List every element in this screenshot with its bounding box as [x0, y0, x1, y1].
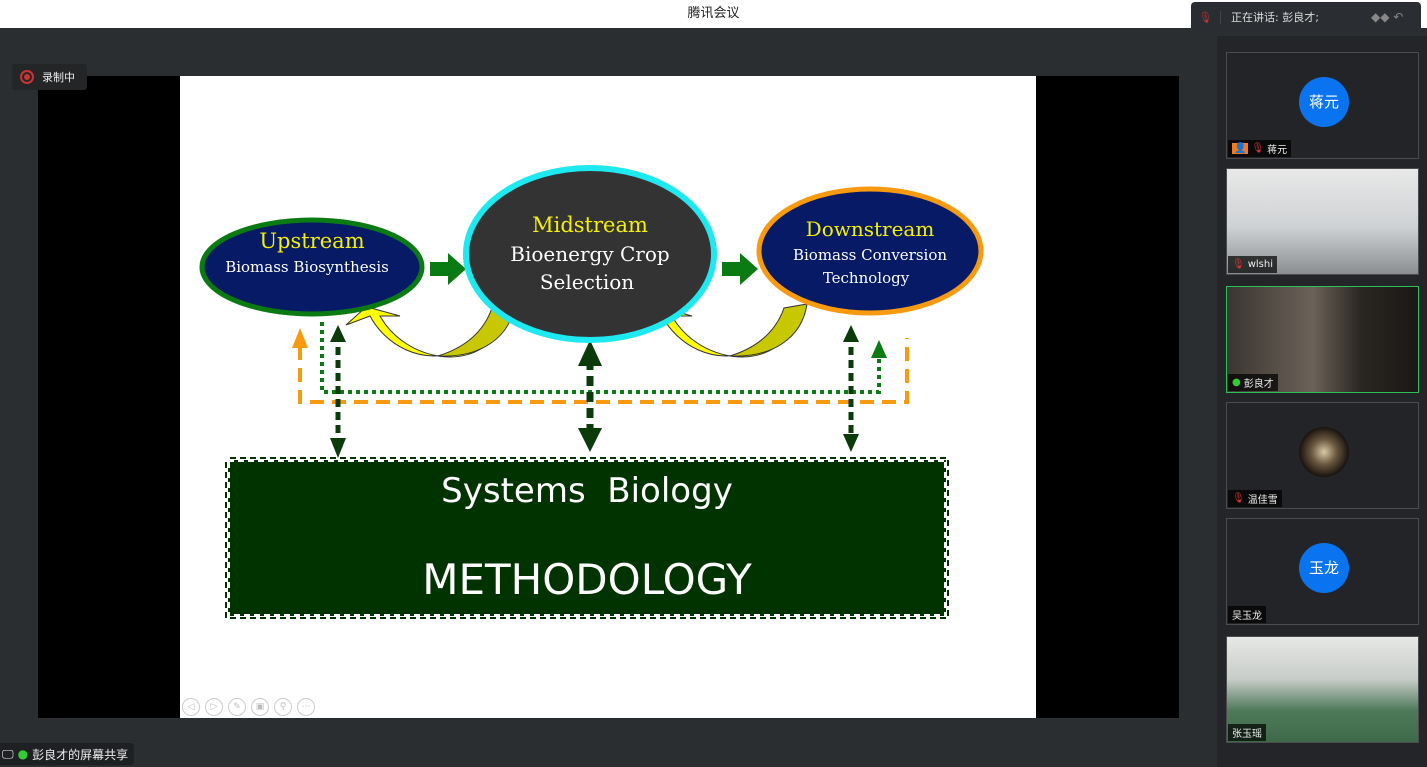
slides-icon[interactable]: ▣	[251, 698, 269, 716]
next-slide-icon[interactable]: ▷	[205, 698, 223, 716]
mic-muted-icon: 🎙	[1251, 143, 1265, 154]
green-arrow-1	[430, 253, 466, 285]
upstream-subtitle: Biomass Biosynthesis	[225, 258, 389, 276]
presentation-slide: Upstream Biomass Biosynthesis Midstream …	[180, 76, 1036, 718]
speaking-indicator: 🎙 正在讲话: 彭良才; ◆◆ ↶	[1191, 2, 1421, 32]
screen-share-label: 🖵 ● 彭良才的屏幕共享	[0, 743, 135, 765]
participant-name: 吴玉龙	[1232, 611, 1262, 622]
title-bar: 腾讯会议	[0, 0, 1427, 28]
participant-tile[interactable]: 蒋元 👤🎙蒋元	[1226, 52, 1419, 159]
green-arrow-head	[871, 340, 887, 358]
window-title: 腾讯会议	[687, 6, 740, 21]
midstream-ellipse	[463, 165, 717, 343]
midstream-line2: Selection	[540, 270, 634, 294]
participant-name: 蒋元	[1267, 145, 1288, 156]
more-icon[interactable]: ⋯	[297, 698, 315, 716]
mic-muted-icon[interactable]: 🎙	[1191, 10, 1221, 24]
yellow-curved-arrow-2-shadow	[729, 303, 808, 357]
recording-label: 录制中	[42, 71, 75, 84]
midstream-line1: Bioenergy Crop	[510, 242, 669, 266]
methodology-label: METHODOLOGY	[422, 555, 752, 604]
downstream-line2: Technology	[823, 269, 910, 287]
green-dotted-line	[320, 322, 881, 394]
recording-indicator[interactable]: 录制中	[12, 64, 87, 90]
yellow-curved-arrow-1-shadow	[437, 303, 516, 357]
avatar-image	[1299, 427, 1349, 477]
participant-name: wlshi	[1247, 259, 1273, 270]
speaking-label: 正在讲话: 彭良才;	[1231, 11, 1319, 24]
avatar: 蒋元	[1299, 77, 1349, 127]
participant-panel: 蒋元 👤🎙蒋元 🎙wlshi ●彭良才 🎙温佳雪 玉龙 吴玉龙 张玉瑶	[1217, 36, 1427, 767]
mic-active-icon: ●	[17, 747, 29, 761]
participant-tile[interactable]: 🎙wlshi	[1226, 168, 1419, 275]
avatar: 玉龙	[1299, 543, 1349, 593]
methodology-box	[226, 458, 948, 618]
share-label: 彭良才的屏幕共享	[32, 747, 129, 762]
orange-arrow-head	[292, 328, 308, 348]
upstream-title: Upstream	[259, 229, 364, 253]
participant-tile[interactable]: 🎙温佳雪	[1226, 402, 1419, 509]
pen-icon[interactable]: ✎	[228, 698, 246, 716]
prev-slide-icon[interactable]: ◁	[182, 698, 200, 716]
screen-share-icon: 🖵	[2, 746, 14, 761]
orange-feedback-line	[298, 338, 909, 404]
slide-toolbar: ◁ ▷ ✎ ▣ ⚲ ⋯	[182, 698, 315, 716]
participant-name: 彭良才	[1243, 379, 1274, 390]
participant-name: 温佳雪	[1247, 495, 1278, 506]
downstream-ellipse	[756, 186, 984, 316]
zoom-icon[interactable]: ⚲	[274, 698, 292, 716]
upstream-ellipse	[199, 217, 425, 317]
downstream-line1: Biomass Conversion	[793, 246, 947, 264]
participant-tile[interactable]: 张玉瑶	[1226, 636, 1419, 743]
mic-active-icon: ●	[1232, 377, 1241, 388]
participant-name: 张玉瑶	[1232, 729, 1262, 740]
midstream-title: Midstream	[532, 213, 648, 237]
methodology-box-border	[225, 457, 949, 619]
downstream-title: Downstream	[806, 217, 935, 241]
systems-biology-label: Systems Biology	[441, 471, 733, 511]
host-icon: 👤	[1232, 143, 1249, 154]
participant-tile[interactable]: ●彭良才	[1226, 286, 1419, 393]
mic-muted-icon: 🎙	[1232, 493, 1245, 504]
window-controls-icon[interactable]: ◆◆ ↶	[1371, 10, 1404, 24]
participant-tile[interactable]: 玉龙 吴玉龙	[1226, 518, 1419, 625]
green-arrow-2	[722, 253, 758, 285]
mic-muted-icon: 🎙	[1232, 259, 1245, 270]
double-arrow-midstream-heads	[578, 340, 602, 452]
diagram: Upstream Biomass Biosynthesis Midstream …	[199, 165, 984, 619]
record-icon	[20, 70, 34, 84]
